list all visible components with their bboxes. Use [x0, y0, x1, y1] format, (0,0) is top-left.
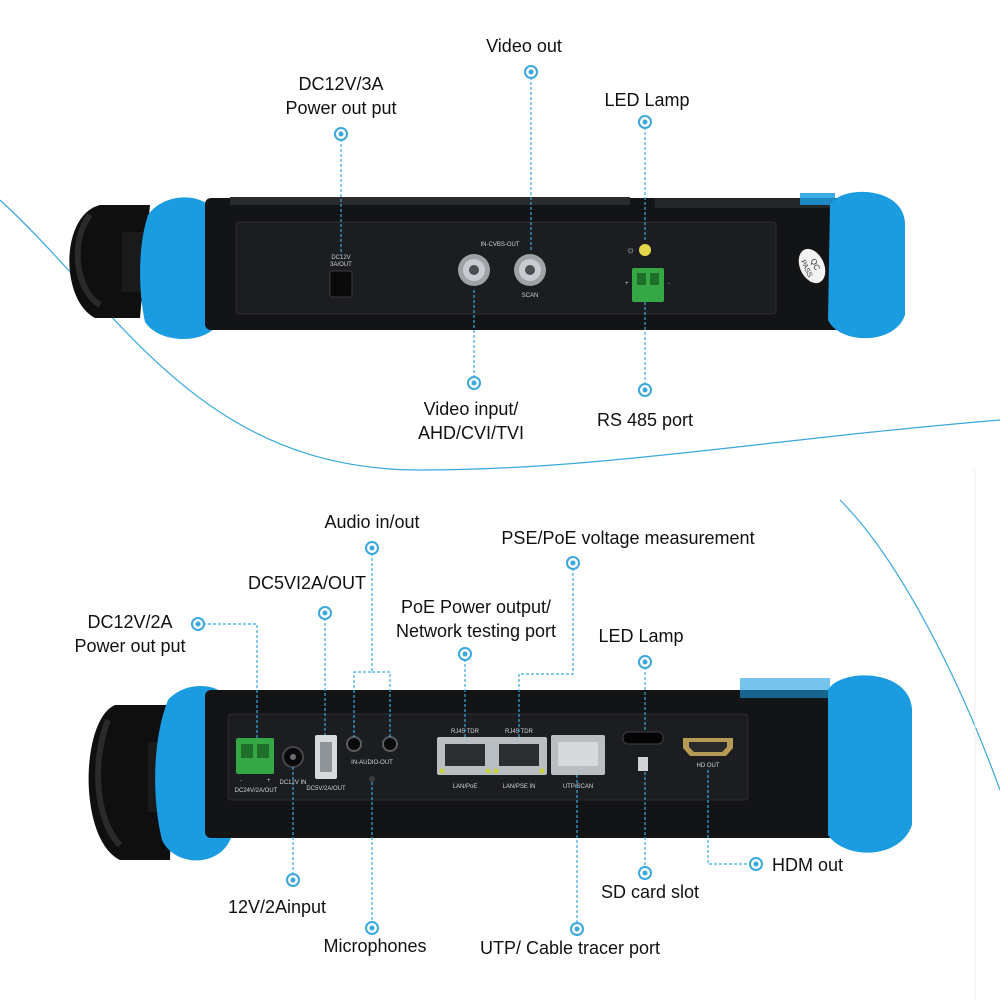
bnc-video-in-connector: [458, 254, 490, 286]
bnc-video-out-connector: [514, 254, 546, 286]
rs485-terminal-block: + -: [625, 268, 670, 302]
top-callout-lines: [340, 72, 646, 390]
callout-video-input-line1: Video input/: [423, 399, 519, 419]
callout-hdm-out: HDM out: [772, 855, 844, 875]
callout-utp-cable-tracer: UTP/ Cable tracer port: [479, 938, 661, 958]
callout-dc12v-2a-line2: Power out put: [74, 636, 186, 656]
dc24v-label: DC24V/2A/OUT: [235, 788, 278, 794]
audio-label: IN-AUDIO-OUT: [351, 760, 393, 766]
background-curve-lower: [839, 499, 1000, 791]
rs485-minus: -: [668, 281, 670, 287]
utp-scan-label: UTP/SCAN: [563, 784, 593, 790]
hd-out-label: HD OUT: [697, 763, 720, 769]
callout-sd-card-slot: SD card slot: [600, 882, 700, 902]
callout-poe-line1: PoE Power output/: [400, 597, 552, 617]
bnc-header-label: IN-CVBS-OUT: [481, 242, 520, 248]
led-sun-icon: ☼: [626, 245, 635, 256]
callout-video-input: Video input/ AHD/CVI/TVI: [418, 397, 524, 445]
callout-rs485-port: RS 485 port: [596, 410, 694, 430]
top-wrist-strap: [69, 205, 152, 318]
callout-12v-2a-input: 12V/2Ainput: [227, 897, 327, 917]
callout-dc12v-3a-line1: DC12V/3A: [298, 74, 384, 94]
terminal-minus: -: [240, 778, 242, 784]
hdmi-port: HD OUT: [683, 738, 733, 769]
dc-out-terminal-block: - + DC24V/2A/OUT: [235, 738, 278, 794]
top-callout-dots: [334, 65, 652, 397]
callout-dc12v-2a-power: DC12V/2A Power out put: [74, 610, 185, 658]
top-right-bumper: [828, 191, 905, 339]
top-led-lamp: ☼: [626, 244, 651, 256]
qc-pass-badge: QC PASS: [798, 248, 826, 284]
bottom-callout-lines: [198, 548, 756, 929]
terminal-plus: +: [267, 778, 271, 784]
dc5v-label: DC5V/2A/OUT: [306, 786, 346, 792]
sd-card-slot: [622, 731, 664, 771]
callout-dc5v-out: DC5VI2A/OUT: [247, 573, 367, 593]
callout-pse-poe-voltage: PSE/PoE voltage measurement: [501, 528, 755, 548]
callout-poe-power-output: PoE Power output/ Network testing port: [396, 595, 556, 643]
callout-microphones: Microphones: [323, 936, 427, 956]
callout-led-lamp-top: LED Lamp: [604, 90, 690, 110]
top-dc-label-1: DC12V: [331, 255, 350, 261]
callout-audio-in-out: Audio in/out: [324, 512, 420, 532]
bottom-callout-dots: [191, 541, 763, 936]
callout-dc12v-3a-line2: Power out put: [285, 98, 397, 118]
top-connector-panel: [235, 221, 777, 315]
callout-dc12v-3a-power: DC12V/3A Power out put: [285, 72, 396, 120]
callout-poe-line2: Network testing port: [395, 621, 557, 641]
top-left-bumper: [140, 197, 220, 340]
rs485-plus: +: [625, 281, 629, 287]
microphone-hole: [369, 776, 375, 782]
rj45-port-utp-scan: UTP/SCAN: [551, 735, 605, 790]
top-dc-jack: DC12V 3A/OUT: [329, 255, 353, 298]
callout-led-lamp-bottom: LED Lamp: [598, 626, 684, 646]
bnc-scan-label: SCAN: [522, 293, 539, 299]
lan-poe-label: LAN/PoE: [453, 784, 478, 790]
callout-video-input-line2: AHD/CVI/TVI: [417, 423, 525, 443]
lan-pse-in-label: LAN/PSE IN: [502, 784, 535, 790]
usb-port: DC5V/2A/OUT: [306, 735, 346, 792]
top-dc-label-2: 3A/OUT: [330, 262, 352, 268]
callout-video-out: Video out: [486, 36, 562, 56]
bottom-right-bumper: [828, 675, 912, 853]
callout-dc12v-2a-line1: DC12V/2A: [87, 612, 173, 632]
bottom-device: - + DC24V/2A/OUT DC12V IN DC5V/2A/OUT IN…: [88, 541, 912, 936]
top-device: QC PASS DC12V 3A/OUT IN-CVBS-OUT SCAN ☼: [69, 65, 905, 397]
